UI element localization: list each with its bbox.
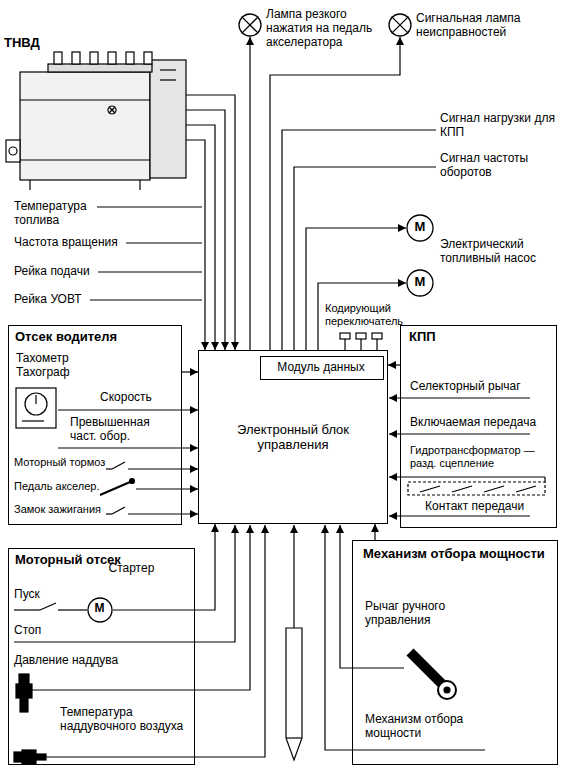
part-label: Кодирующий переключатель <box>325 302 425 327</box>
part-label: Давление наддува <box>14 654 164 668</box>
clutch-contacts <box>408 482 545 495</box>
motor-circle <box>406 214 434 242</box>
box-heading: Механизм отбора мощности <box>363 547 548 562</box>
node-text: Сигнальная лампа неисправностей <box>416 12 553 40</box>
connector <box>374 524 375 540</box>
node-text: Электрический топливный насос <box>440 238 555 266</box>
part-label: Сигнал нагрузки для КПП <box>440 112 558 140</box>
node-text: Стартер <box>109 562 169 576</box>
connector <box>182 371 198 372</box>
part-label: Частота вращения <box>14 236 144 250</box>
lever-icon <box>410 652 456 699</box>
connector <box>318 283 406 350</box>
part-label: Замок зажигания <box>14 503 109 516</box>
box-heading: Отсек водителя <box>15 330 175 345</box>
part-label: Моторный тормоз <box>14 456 109 469</box>
part-label: Селекторный рычаг <box>410 380 550 394</box>
part-label: Включаемая передача <box>410 416 550 430</box>
connector <box>195 524 215 610</box>
part-label: Пуск <box>14 588 74 602</box>
motor-symbol: М <box>406 269 434 297</box>
part-label: Скорость <box>100 391 180 405</box>
box-heading: КПП <box>409 330 529 345</box>
box-heading: Электронный блок управления <box>214 423 372 453</box>
tachograph-icon <box>16 388 56 428</box>
motor-symbol: М Электрический топливный насос <box>406 214 556 274</box>
part-label: Температура наддувочного воздуха <box>60 706 190 734</box>
control-unit-box: Электронный блок управления Модуль данных <box>198 350 388 524</box>
group-box: Моторный отсекСтартерМ <box>8 548 195 765</box>
part-label: Гидротрансформатор — разд. сцепление <box>410 444 550 469</box>
warning-lamp: Сигнальная лампа неисправностей <box>388 8 558 48</box>
box-heading: Моторный отсек <box>15 553 185 568</box>
connector <box>249 37 250 350</box>
group-box: Механизм отбора мощности <box>352 540 558 765</box>
group-box: КПП <box>400 325 557 528</box>
group-box: Отсек водителя <box>8 325 182 525</box>
box-heading: Модуль данных <box>261 361 382 375</box>
part-label: Механизм отбора мощности <box>365 713 490 741</box>
node-text: Лампа резкого нажатия на педаль акселера… <box>266 8 386 49</box>
part-label: Рейка УОВТ <box>14 293 134 307</box>
node-text: М <box>406 220 434 235</box>
pedal-symbol <box>100 479 135 496</box>
starter-motor: СтартерМ <box>87 562 169 624</box>
coding-switch <box>340 333 382 350</box>
lamp-symbol <box>238 13 262 37</box>
part-label: Контакт передачи <box>425 500 550 514</box>
air-temp-sensor <box>14 750 46 764</box>
part-label: Сигнал частоты оборотов <box>440 152 558 180</box>
part-label: Тахометр Тахограф <box>16 352 86 380</box>
part-label: Превышенная част. обор. <box>70 416 178 444</box>
part-label: Педаль акселер. <box>14 480 104 493</box>
boost-pressure-sensor <box>16 674 32 712</box>
injection-pump <box>6 52 186 190</box>
connector <box>270 37 400 350</box>
connector <box>388 364 400 365</box>
part-label: Рейка подачи <box>14 265 134 279</box>
part-label: ТНВД <box>4 36 64 51</box>
part-label: Стоп <box>14 624 74 638</box>
motor-circle <box>406 269 434 297</box>
warning-lamp: Лампа резкого нажатия на педаль акселера… <box>238 8 388 58</box>
connector <box>306 228 406 350</box>
motor-circle <box>87 597 113 623</box>
node-text: М <box>87 602 113 616</box>
data-module-box: Модуль данных <box>260 356 384 380</box>
lamp-symbol <box>388 13 412 37</box>
part-label: Рычаг ручного управления <box>365 600 485 628</box>
probe-sensor <box>286 628 302 760</box>
node-text: М <box>406 275 434 290</box>
part-label: Температура топлива <box>14 200 109 228</box>
